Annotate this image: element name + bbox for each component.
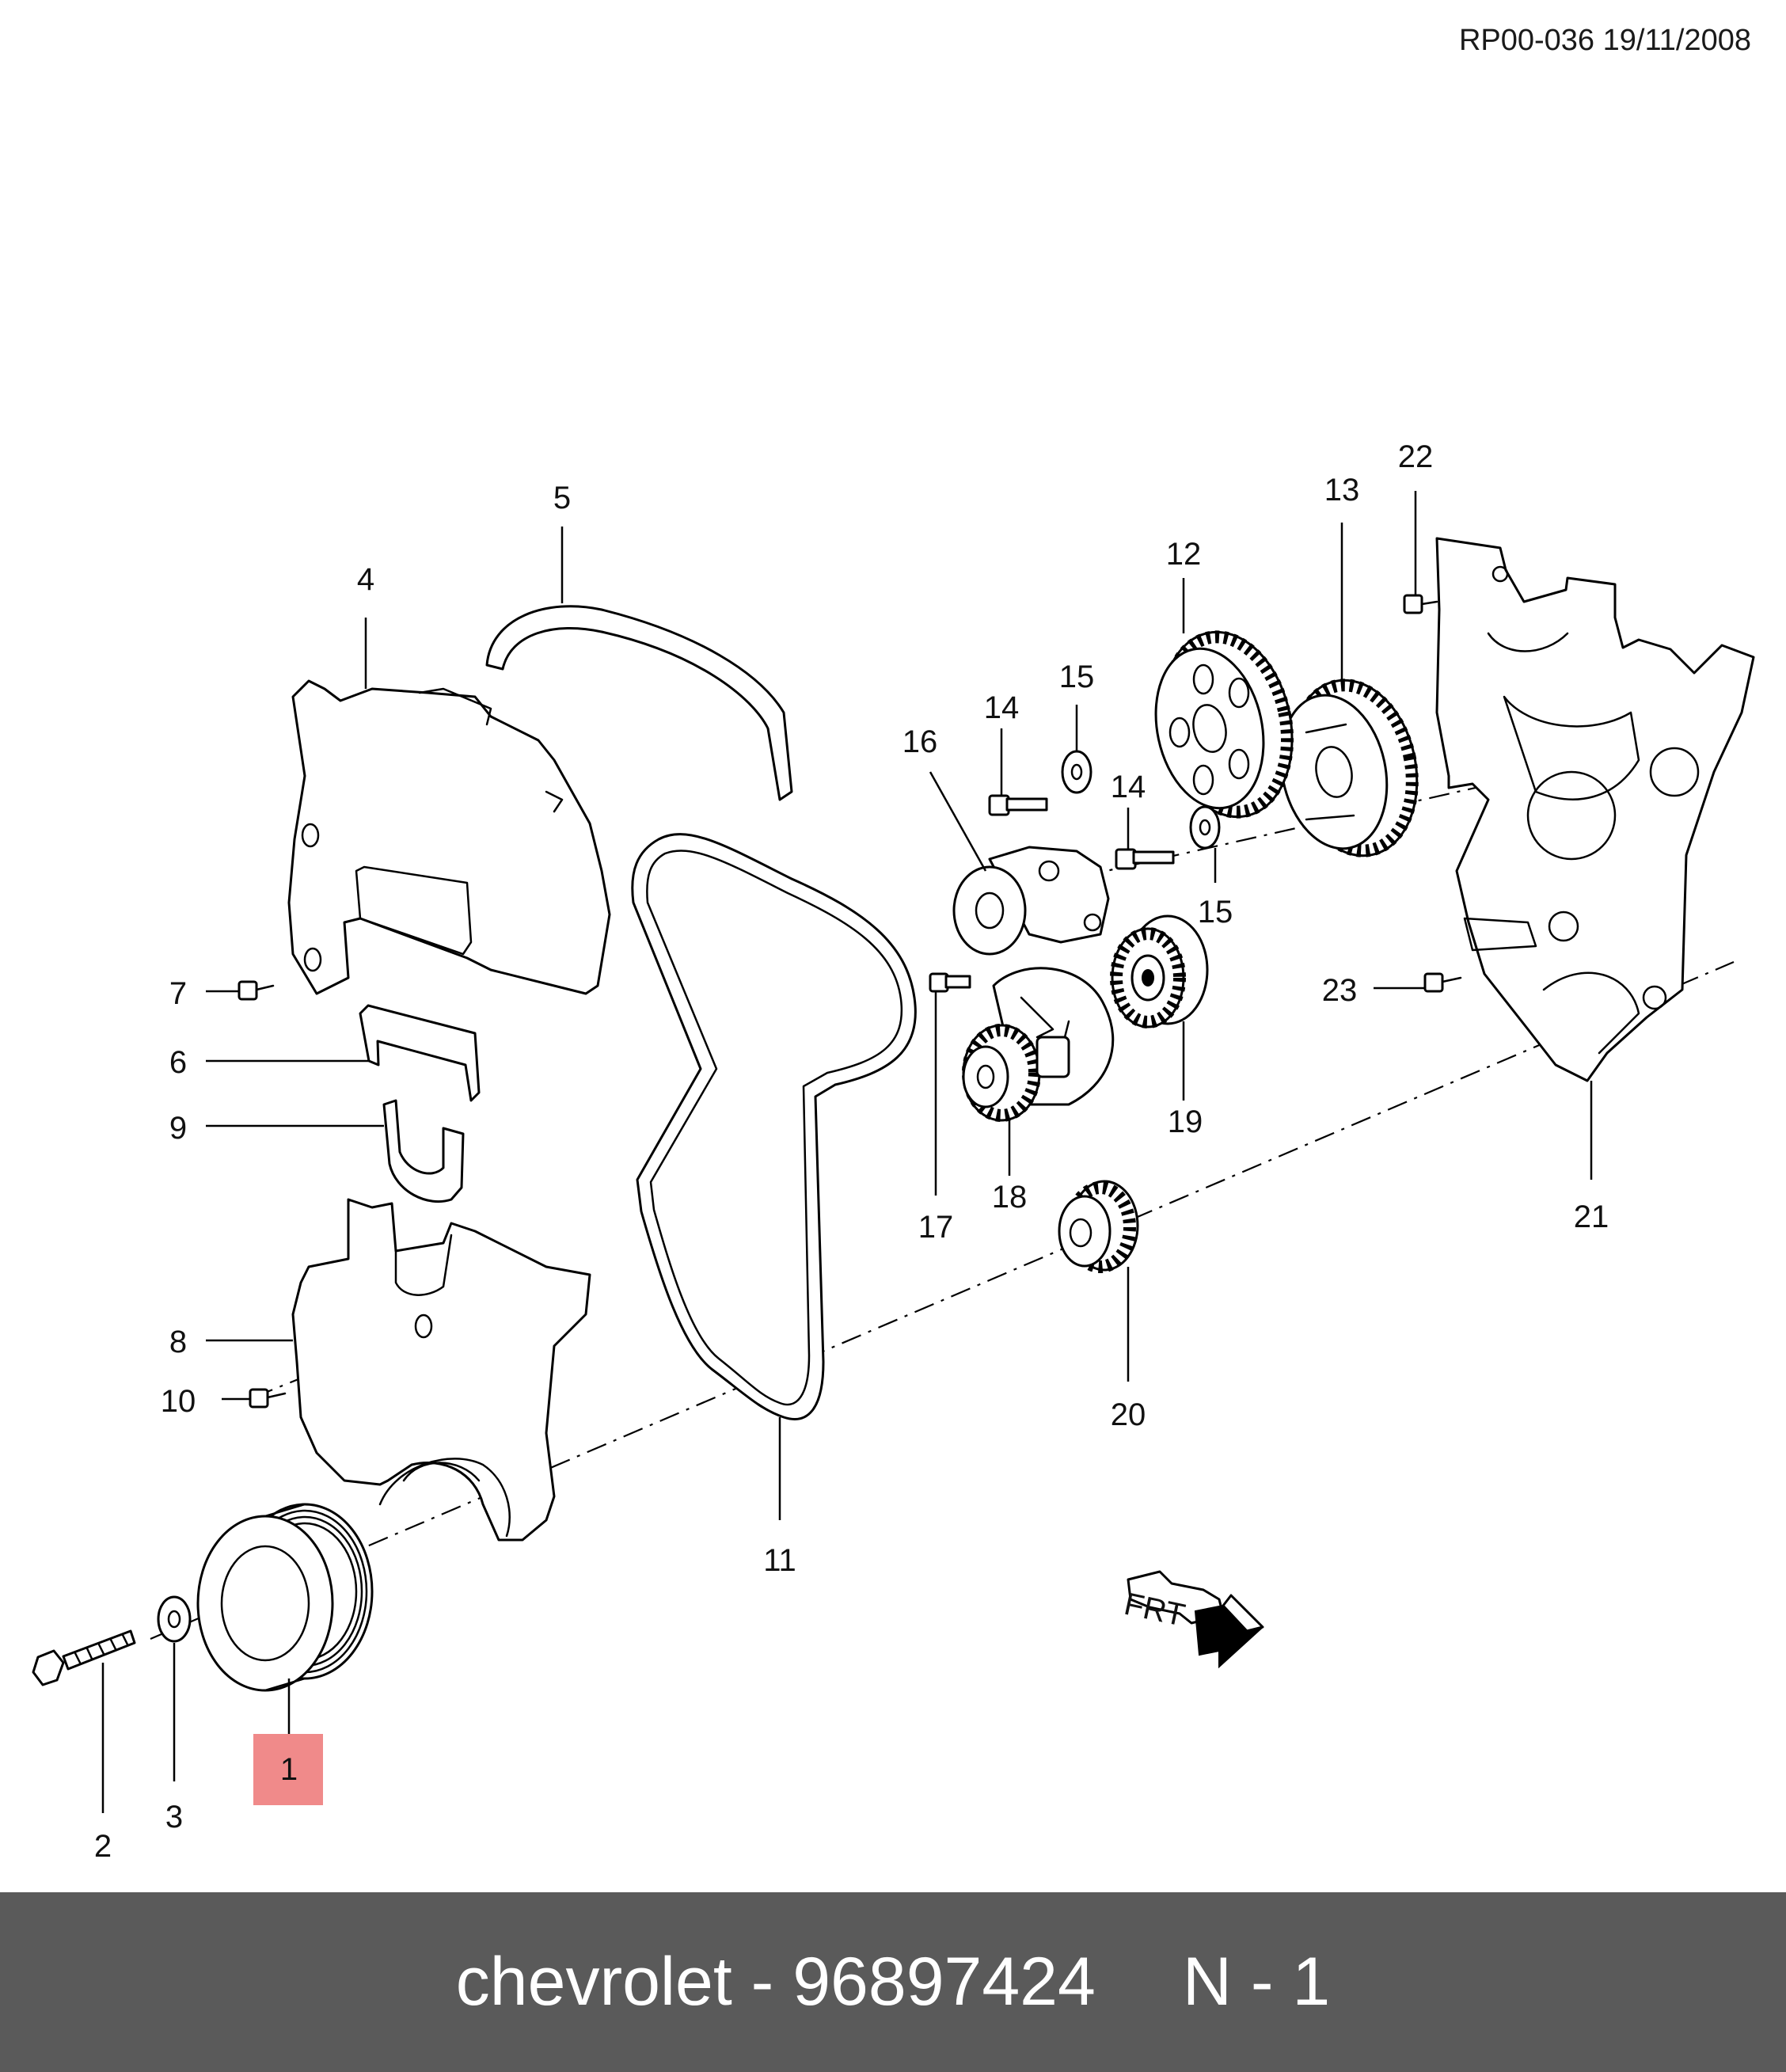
upper-timing-cover-4 xyxy=(287,679,611,995)
footer-brand: chevrolet xyxy=(455,1944,732,2020)
bolt-10 xyxy=(249,1388,287,1409)
front-direction-marker: FRT xyxy=(1121,1570,1264,1669)
crankshaft-sprocket-20 xyxy=(1058,1180,1139,1273)
highlight-box xyxy=(253,1734,323,1805)
exploded-parts-diagram: 1 2 3 4 5 6 7 8 9 10 11 12 13 14 14 15 1… xyxy=(32,439,1755,1864)
callout-19: 19 xyxy=(1168,1104,1203,1139)
diagram-reference: RP00-036 19/11/2008 xyxy=(1458,24,1751,57)
callout-16: 16 xyxy=(902,724,938,759)
callout-15-upper: 15 xyxy=(1059,660,1095,694)
callout-17: 17 xyxy=(918,1210,954,1245)
lower-timing-cover-8 xyxy=(291,1198,591,1542)
gasket-6 xyxy=(359,1004,481,1102)
leader-16 xyxy=(929,771,987,872)
footer-part-number: 96897424 xyxy=(792,1944,1096,2020)
callout-14-lower: 14 xyxy=(1111,770,1146,804)
footer-bar: chevrolet - 96897424 N - 1 xyxy=(0,1892,1786,2072)
rear-timing-cover xyxy=(1435,537,1755,1082)
crankshaft-pulley-1 xyxy=(196,1503,374,1692)
callout-23: 23 xyxy=(1322,973,1358,1008)
camshaft-sprocket-12 xyxy=(1154,630,1294,819)
idler-pulley-19 xyxy=(1110,914,1209,1028)
callout-10: 10 xyxy=(161,1384,196,1419)
callout-14-upper: 14 xyxy=(984,690,1020,725)
callout-11: 11 xyxy=(763,1543,796,1578)
camshaft-sprocket-13 xyxy=(1279,679,1419,857)
bolt-17 xyxy=(929,972,971,993)
callout-8: 8 xyxy=(169,1325,187,1359)
callout-20: 20 xyxy=(1111,1397,1146,1432)
callout-6: 6 xyxy=(169,1045,187,1080)
bolt-14-upper xyxy=(988,794,1048,816)
washer-3 xyxy=(157,1595,192,1643)
callout-3: 3 xyxy=(165,1800,183,1834)
callout-5: 5 xyxy=(553,481,571,515)
washer-15-lower xyxy=(1189,805,1221,850)
bolt-22 xyxy=(1403,594,1438,614)
footer-dash: - xyxy=(750,1944,774,2020)
callout-21: 21 xyxy=(1574,1199,1609,1234)
timing-belt-11 xyxy=(631,833,917,1420)
bolt-23 xyxy=(1423,972,1462,993)
cover-seal-5 xyxy=(485,605,793,801)
bolt-2 xyxy=(32,1629,136,1686)
callout-18: 18 xyxy=(992,1180,1028,1215)
callout-2: 2 xyxy=(94,1829,112,1864)
callout-1: 1 xyxy=(280,1752,298,1787)
gasket-9 xyxy=(382,1099,465,1203)
callout-7: 7 xyxy=(169,976,187,1011)
water-pump-18 xyxy=(962,967,1115,1122)
callout-9: 9 xyxy=(169,1111,187,1146)
callout-13: 13 xyxy=(1324,473,1360,508)
bolt-7 xyxy=(238,980,275,1001)
footer-position: N - 1 xyxy=(1182,1944,1331,2020)
tensioner-16 xyxy=(952,846,1110,956)
washer-15-upper xyxy=(1061,750,1092,794)
bolt-14-lower xyxy=(1115,848,1175,870)
callout-12: 12 xyxy=(1166,537,1202,572)
axis-line-crank xyxy=(150,960,1735,1640)
callout-22: 22 xyxy=(1398,439,1434,474)
callout-4: 4 xyxy=(357,562,374,597)
callout-15-lower: 15 xyxy=(1198,895,1233,930)
